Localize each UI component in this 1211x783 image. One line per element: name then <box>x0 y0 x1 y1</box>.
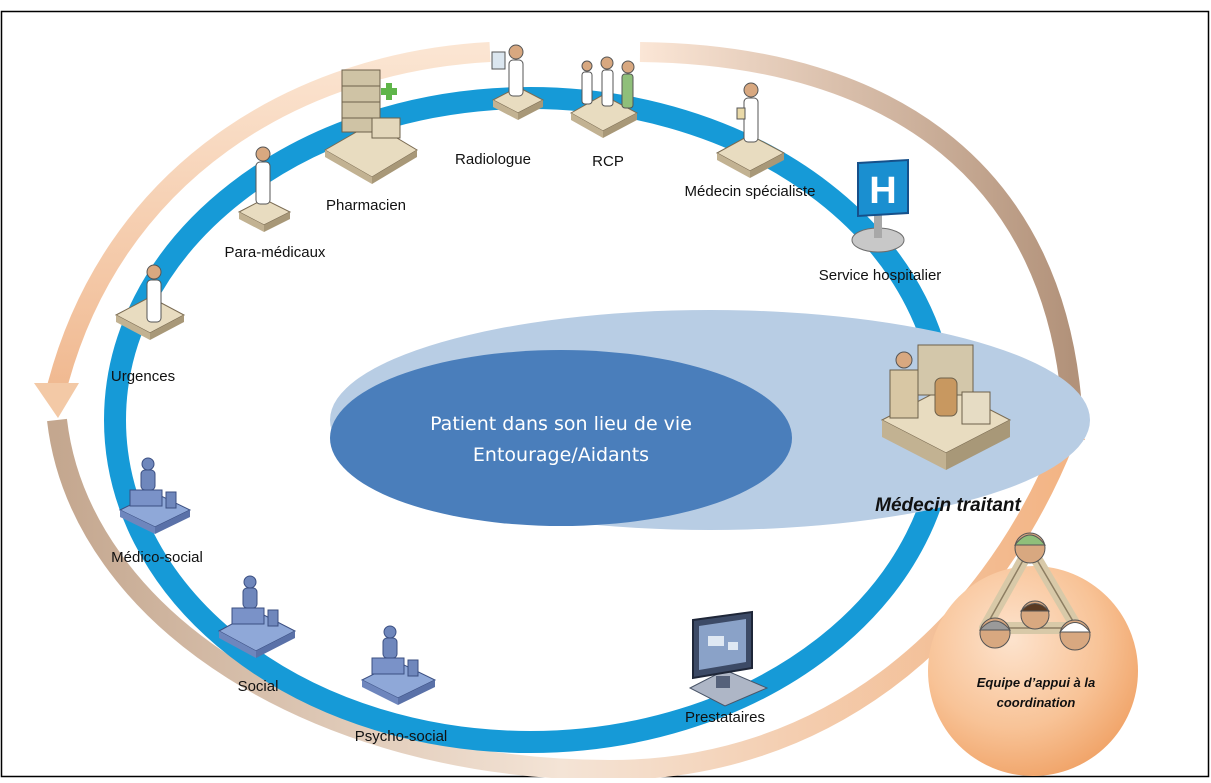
label-social: Social <box>238 678 279 695</box>
label-radiologue: Radiologue <box>455 151 531 168</box>
team-label-line-2: coordination <box>997 695 1076 710</box>
label-prestataires: Prestataires <box>685 709 765 726</box>
arrow-head-left <box>34 383 79 418</box>
medecin-specialiste-icon <box>715 82 786 178</box>
urgences-icon <box>114 264 186 340</box>
rcp-icon <box>569 56 639 138</box>
label-pharmacien: Pharmacien <box>326 197 406 214</box>
radiologue-icon <box>491 44 545 120</box>
team-triangle-icon <box>978 532 1092 651</box>
patient-ellipse <box>330 350 792 526</box>
arrow-top-right-arc <box>639 42 1082 409</box>
label-medecin-specialiste: Médecin spécialiste <box>685 183 816 200</box>
label-medico-social: Médico-social <box>111 549 203 566</box>
medecin-traitant-icon <box>880 344 1012 470</box>
para-medicaux-icon <box>237 146 292 232</box>
medico-social-icon <box>118 457 192 534</box>
label-para-medicaux: Para-médicaux <box>225 244 326 261</box>
hospital-h-glyph: H <box>869 170 896 212</box>
label-medecin-traitant: Médecin traitant <box>875 495 1021 516</box>
label-service-hospitalier: Service hospitalier <box>819 267 942 284</box>
arrow-top-left-arc <box>45 42 491 398</box>
team-circle <box>928 566 1138 776</box>
pharmacien-icon <box>323 69 418 184</box>
label-rcp: RCP <box>592 153 624 170</box>
hospital-sign-icon: H <box>851 158 909 253</box>
label-urgences: Urgences <box>111 368 175 385</box>
social-icon <box>217 575 297 658</box>
monitor-icon <box>688 610 769 707</box>
patient-line-1: Patient dans son lieu de vie <box>430 413 692 435</box>
patient-line-2: Entourage/Aidants <box>473 444 649 466</box>
label-psycho-social: Psycho-social <box>355 728 448 745</box>
team-label-line-1: Equipe d’appui à la <box>977 675 1095 690</box>
psycho-social-icon <box>360 625 437 705</box>
